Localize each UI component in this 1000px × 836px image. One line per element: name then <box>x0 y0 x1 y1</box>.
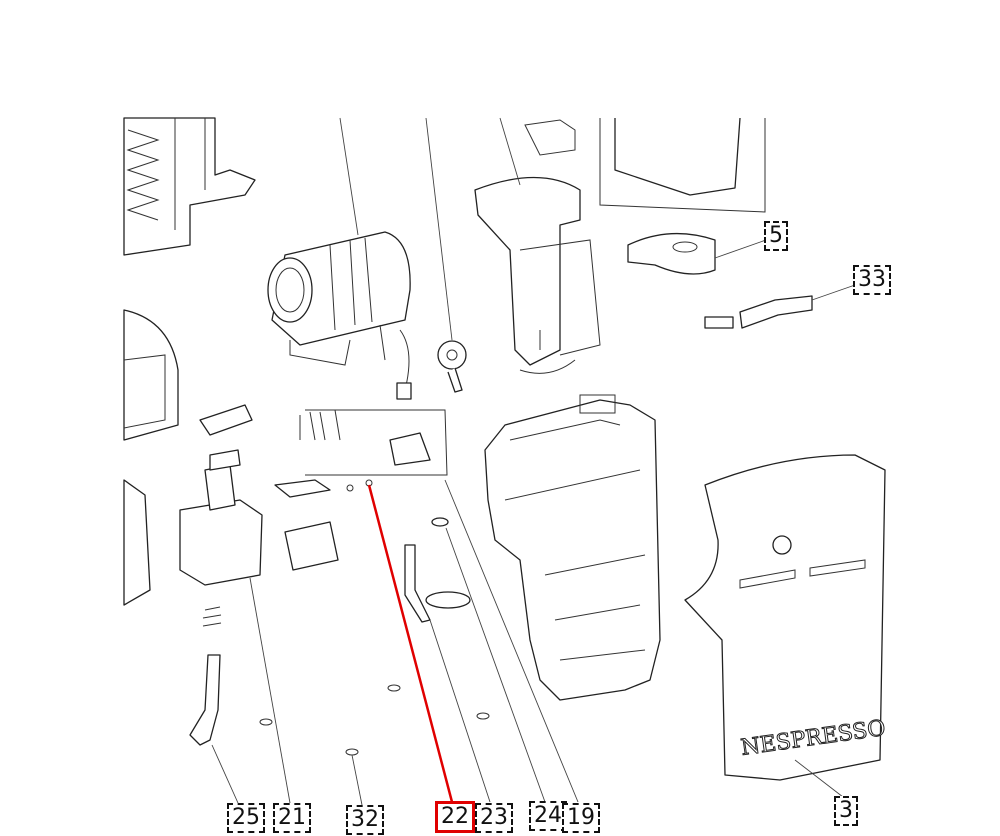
flowmeter-part <box>437 340 467 393</box>
part-33-connector <box>704 295 813 329</box>
callout-33[interactable]: 33 <box>853 265 891 295</box>
thermoblock-part <box>267 231 412 400</box>
frame-part-mid-left <box>123 309 179 441</box>
callout-23[interactable]: 23 <box>475 803 513 833</box>
callout-3[interactable]: 3 <box>834 796 858 826</box>
frame-part-top-right <box>599 117 766 213</box>
callout-32[interactable]: 32 <box>346 805 384 835</box>
callout-25[interactable]: 25 <box>227 803 265 833</box>
callout-21[interactable]: 21 <box>273 803 311 833</box>
small-parts <box>189 404 490 756</box>
frame-part-low-left <box>123 479 151 606</box>
part-3-front-panel: NESPRESSO <box>684 454 888 781</box>
frame-part-top-left <box>123 117 256 256</box>
part-21-pump <box>179 449 263 627</box>
part-5-cover <box>627 232 716 275</box>
callout-5[interactable]: 5 <box>764 221 788 251</box>
callout-19[interactable]: 19 <box>562 803 600 833</box>
main-chassis-part <box>484 394 661 701</box>
brew-unit-part <box>474 119 601 374</box>
callout-22-selected[interactable]: 22 <box>435 801 475 833</box>
leader-lines <box>211 117 856 806</box>
selected-leader-line <box>367 484 454 803</box>
